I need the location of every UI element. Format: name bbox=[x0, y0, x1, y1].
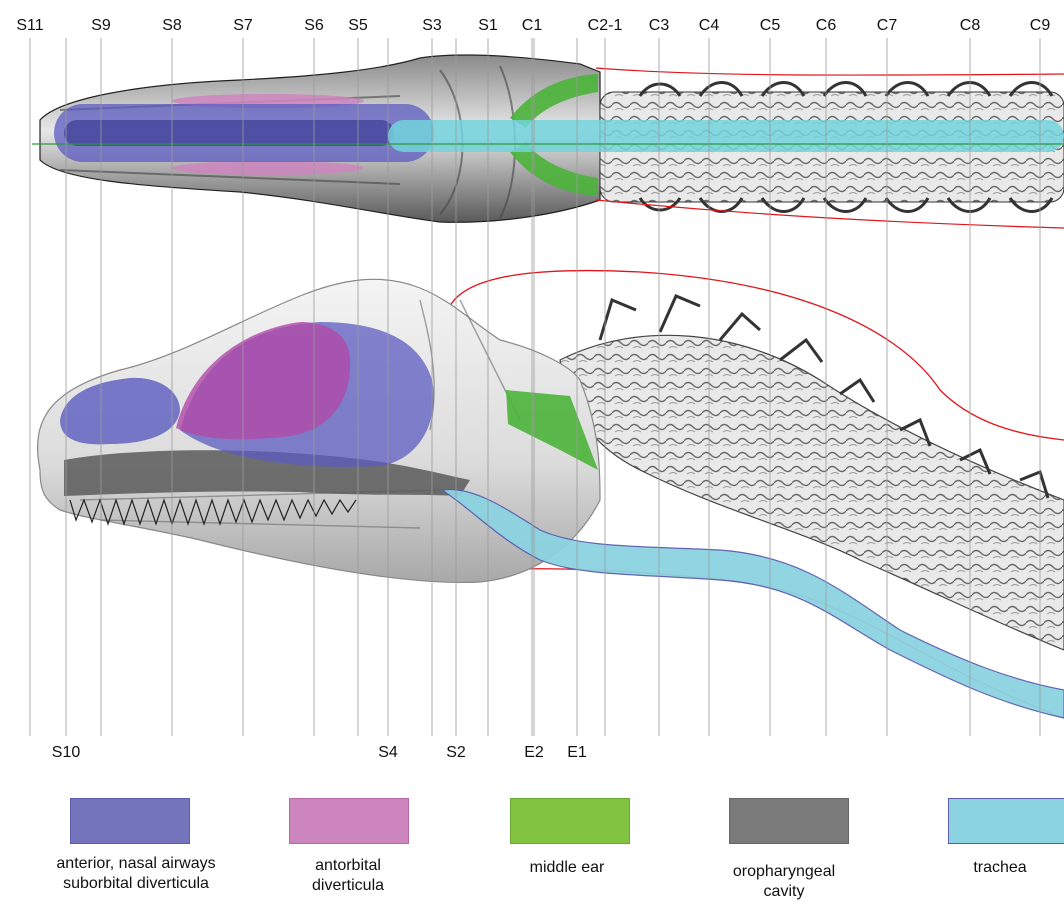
neck-outline-dorsal-lower bbox=[595, 199, 1064, 229]
legend-label-nasal: anterior, nasal airways suborbital diver… bbox=[56, 855, 216, 892]
section-label-s3: S3 bbox=[422, 17, 442, 34]
section-label-s11: S11 bbox=[16, 17, 44, 34]
section-label-c7: C7 bbox=[876, 17, 898, 34]
section-label-c9: C9 bbox=[1029, 17, 1051, 34]
section-label-s8: S8 bbox=[162, 17, 182, 34]
skull-lateral-texture bbox=[79, 299, 521, 529]
section-label-c8: C8 bbox=[959, 17, 981, 34]
legend-swatch-trachea bbox=[948, 798, 1064, 844]
section-label-c4: C4 bbox=[698, 17, 720, 34]
section-label-s4: S4 bbox=[378, 744, 398, 761]
legend-label-trachea: trachea bbox=[973, 859, 1027, 876]
section-label-c6: C6 bbox=[815, 17, 837, 34]
section-label-c3: C3 bbox=[648, 17, 670, 34]
legend-swatch-oropharyngeal bbox=[729, 798, 849, 844]
vertebrae-lateral bbox=[559, 294, 1064, 651]
trachea-dorsal bbox=[388, 120, 1064, 152]
antorbital-dorsal-lower bbox=[172, 161, 364, 175]
section-label-s2: S2 bbox=[446, 744, 466, 761]
section-label-s1: S1 bbox=[478, 17, 498, 34]
nasal-airway-lateral bbox=[60, 377, 180, 445]
section-label-s5: S5 bbox=[348, 17, 368, 34]
legend-swatch-antorbital bbox=[289, 798, 409, 844]
section-label-c1: C1 bbox=[521, 17, 543, 34]
dorsal-view bbox=[32, 54, 1064, 229]
teeth bbox=[69, 498, 357, 526]
neck-outline-dorsal-upper bbox=[595, 67, 1064, 76]
legend-swatch-nasal bbox=[70, 798, 190, 844]
legend-label-oropharyngeal: oropharyngeal cavity bbox=[732, 863, 836, 900]
middle-ear-lateral bbox=[506, 390, 598, 470]
legend-label-middle-ear: middle ear bbox=[529, 859, 605, 876]
section-label-s9: S9 bbox=[91, 17, 111, 34]
section-lines bbox=[29, 38, 1041, 736]
nasal-airway-dorsal-core bbox=[64, 120, 394, 146]
section-label-e2: E2 bbox=[524, 744, 544, 761]
legend-label-antorbital: antorbital diverticula bbox=[311, 857, 385, 894]
section-label-s6: S6 bbox=[304, 17, 324, 34]
section-label-s7: S7 bbox=[233, 17, 253, 34]
section-label-c2-1: C2-1 bbox=[587, 17, 623, 34]
trachea-lateral bbox=[440, 488, 1064, 719]
antorbital-lateral bbox=[176, 322, 351, 440]
section-label-s10: S10 bbox=[51, 744, 81, 761]
legend-swatch-middle-ear bbox=[510, 798, 630, 844]
neck-outline-lateral-upper bbox=[449, 269, 1064, 441]
section-label-e1: E1 bbox=[567, 744, 587, 761]
section-label-c5: C5 bbox=[759, 17, 781, 34]
lateral-view bbox=[36, 269, 1064, 719]
